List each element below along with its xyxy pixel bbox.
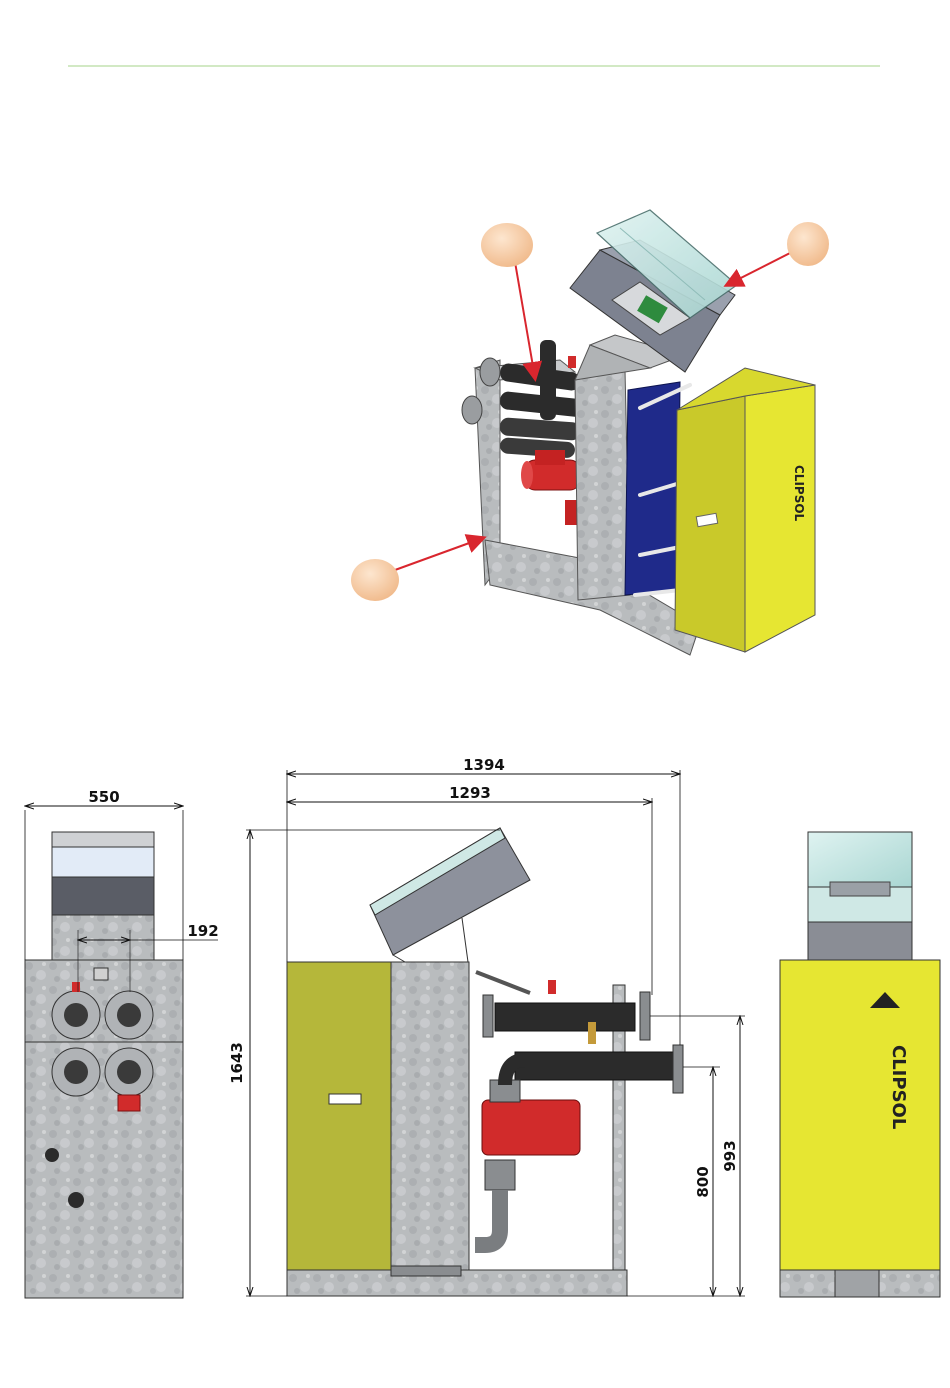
dim-label-1293: 1293 [449,784,491,802]
rear-brand-mark: CLIPSOL [888,1045,909,1129]
dim-label-550: 550 [88,788,119,806]
dim-label-800: 800 [694,1166,712,1197]
rear-view-drawing: CLIPSOL [780,832,940,1297]
callout-arrow-pipes [515,262,535,378]
dim-label-1394: 1394 [463,756,505,774]
callout-bubble-lid [787,222,829,266]
callout-arrow-frame [395,538,483,570]
dim-label-192: 192 [187,922,218,940]
side-view-drawing [287,828,683,1296]
callout-bubble-frame [351,559,399,601]
dim-label-993: 993 [721,1140,739,1171]
flange-lower [462,396,482,424]
plate-heat-exchanger [625,382,680,595]
front-view-drawing [25,832,183,1298]
dim-label-1643: 1643 [228,1042,246,1084]
flange-upper [480,358,500,386]
callout-bubble-pipes [481,223,533,267]
exploded-isometric-view: CLIPSOL [351,210,829,655]
dimension-lower-connection: 800 [683,1067,720,1296]
cover-brand-mark: CLIPSOL [792,465,806,522]
central-column [575,370,630,600]
callout-arrow-lid [727,252,792,285]
